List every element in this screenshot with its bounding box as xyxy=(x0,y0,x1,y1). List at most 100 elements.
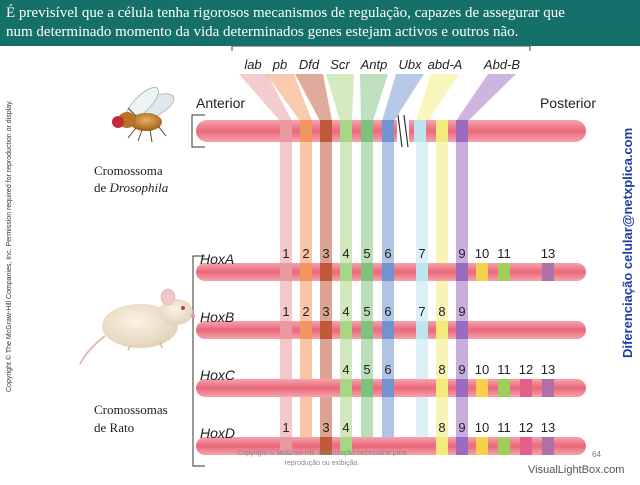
hox-gene-number: 8 xyxy=(438,304,445,319)
paralog-band-4 xyxy=(340,141,352,449)
fly-gene-block xyxy=(382,120,394,142)
hox-gene-block xyxy=(436,437,448,455)
fly-gene-label: Dfd xyxy=(299,57,320,72)
hox-gene-number: 6 xyxy=(384,362,391,377)
paralog-band-3 xyxy=(320,141,332,449)
hox-gene-block xyxy=(361,321,373,339)
fly-caption: Cromossoma xyxy=(94,163,163,178)
hox-gene-number: 2 xyxy=(302,246,309,261)
hox-gene-block xyxy=(436,379,448,397)
hox-gene-number: 5 xyxy=(363,246,370,261)
hox-gene-block xyxy=(498,437,510,455)
fly-gene-funnel-Abd-B xyxy=(456,74,516,121)
hox-gene-number: 5 xyxy=(363,362,370,377)
fly-gene-block xyxy=(320,120,332,142)
fly-gene-funnel-Dfd xyxy=(295,74,332,121)
fly-gene-label: lab xyxy=(244,57,261,72)
posterior-label: Posterior xyxy=(540,95,596,111)
hox-gene-number: 12 xyxy=(519,420,533,435)
hox-gene-number: 10 xyxy=(475,362,489,377)
hox-gene-block xyxy=(382,379,394,397)
site-credit: Diferenciação celular@netxplica.com xyxy=(620,127,635,358)
mouse-rows-bracket xyxy=(192,255,205,467)
hox-gene-block xyxy=(320,321,332,339)
fly-gene-funnel-Antp xyxy=(360,74,388,121)
paralog-band-5 xyxy=(361,141,373,449)
hox-chromosome-HoxD xyxy=(196,437,586,455)
gene-cluster-bracket xyxy=(231,45,531,51)
header-line-1: É previsível que a célula tenha rigoroso… xyxy=(6,5,565,21)
fly-gene-funnel-abd-A xyxy=(416,74,459,121)
fly-gene-label: abd-A xyxy=(428,57,463,72)
mouse-illustration xyxy=(79,288,195,365)
hox-gene-block xyxy=(340,263,352,281)
mouse-caption: de Rato xyxy=(94,420,134,435)
paralog-band-2 xyxy=(300,141,312,449)
hox-gene-block xyxy=(320,263,332,281)
fly-gene-block xyxy=(436,120,448,142)
copyright-notice: Copyright © The McGraw-Hill Companies, I… xyxy=(6,99,13,392)
hox-gene-block xyxy=(520,379,532,397)
hox-gene-number: 4 xyxy=(342,420,349,435)
fly-caption: de Drosophila xyxy=(94,180,169,195)
hox-gene-number: 9 xyxy=(458,304,465,319)
header-line-2: num determinado momento da vida determin… xyxy=(6,24,519,40)
hox-gene-number: 10 xyxy=(475,246,489,261)
paralog-band-1 xyxy=(280,141,292,449)
hox-gene-number: 7 xyxy=(418,246,425,261)
hox-gene-block xyxy=(436,321,448,339)
hox-gene-block xyxy=(416,321,428,339)
hox-gene-block xyxy=(542,437,554,455)
mouse-caption: Cromossomas xyxy=(94,402,168,417)
hox-gene-number: 6 xyxy=(384,246,391,261)
hox-gene-number: 3 xyxy=(322,304,329,319)
hox-gene-number: 11 xyxy=(497,420,511,435)
hox-gene-number: 8 xyxy=(438,362,445,377)
hox-gene-number: 4 xyxy=(342,304,349,319)
hox-gene-block xyxy=(476,437,488,455)
fly-gene-funnel-lab xyxy=(239,74,292,121)
hox-gene-number: 13 xyxy=(541,362,555,377)
paralog-band-6 xyxy=(382,141,394,449)
hox-gene-number: 6 xyxy=(384,304,391,319)
hox-gene-block xyxy=(498,263,510,281)
watermark: VisualLightBox.com xyxy=(528,464,625,476)
hox-row-label: HoxB xyxy=(200,309,234,325)
fly-gene-label: pb xyxy=(272,57,287,72)
hox-gene-number: 1 xyxy=(282,246,289,261)
hox-gene-block xyxy=(416,263,428,281)
hox-gene-number: 1 xyxy=(282,420,289,435)
hox-gene-block xyxy=(542,379,554,397)
hox-gene-block xyxy=(382,263,394,281)
fly-gene-block xyxy=(456,120,468,142)
hox-gene-number: 13 xyxy=(541,420,555,435)
paralog-band-9 xyxy=(456,141,468,449)
hox-gene-number: 2 xyxy=(302,304,309,319)
fly-gene-funnel-Ubx xyxy=(382,74,424,121)
paralog-band-7 xyxy=(416,141,428,449)
hox-gene-block xyxy=(476,263,488,281)
hox-gene-number: 9 xyxy=(458,420,465,435)
hox-gene-number: 3 xyxy=(322,420,329,435)
fly-gene-block xyxy=(361,120,373,142)
hox-gene-number: 10 xyxy=(475,420,489,435)
paralog-band-8 xyxy=(436,141,448,449)
hox-gene-block xyxy=(456,263,468,281)
hox-gene-number: 5 xyxy=(363,304,370,319)
hox-gene-number: 8 xyxy=(438,420,445,435)
hox-gene-block xyxy=(340,321,352,339)
fly-gene-label: Antp xyxy=(360,57,388,72)
fly-gene-funnel-Scr xyxy=(326,74,354,121)
hox-gene-block xyxy=(456,379,468,397)
hox-gene-number: 12 xyxy=(519,362,533,377)
hox-gene-number: 7 xyxy=(418,304,425,319)
anterior-label: Anterior xyxy=(196,95,245,111)
hox-gene-block xyxy=(280,263,292,281)
fly-gene-label: Abd-B xyxy=(483,57,520,72)
hox-gene-block xyxy=(280,437,292,455)
hox-gene-block xyxy=(280,321,292,339)
drosophila-illustration xyxy=(112,87,175,143)
footer-note: Copyright © McGraw-Hill. Autorização nec… xyxy=(237,450,407,467)
